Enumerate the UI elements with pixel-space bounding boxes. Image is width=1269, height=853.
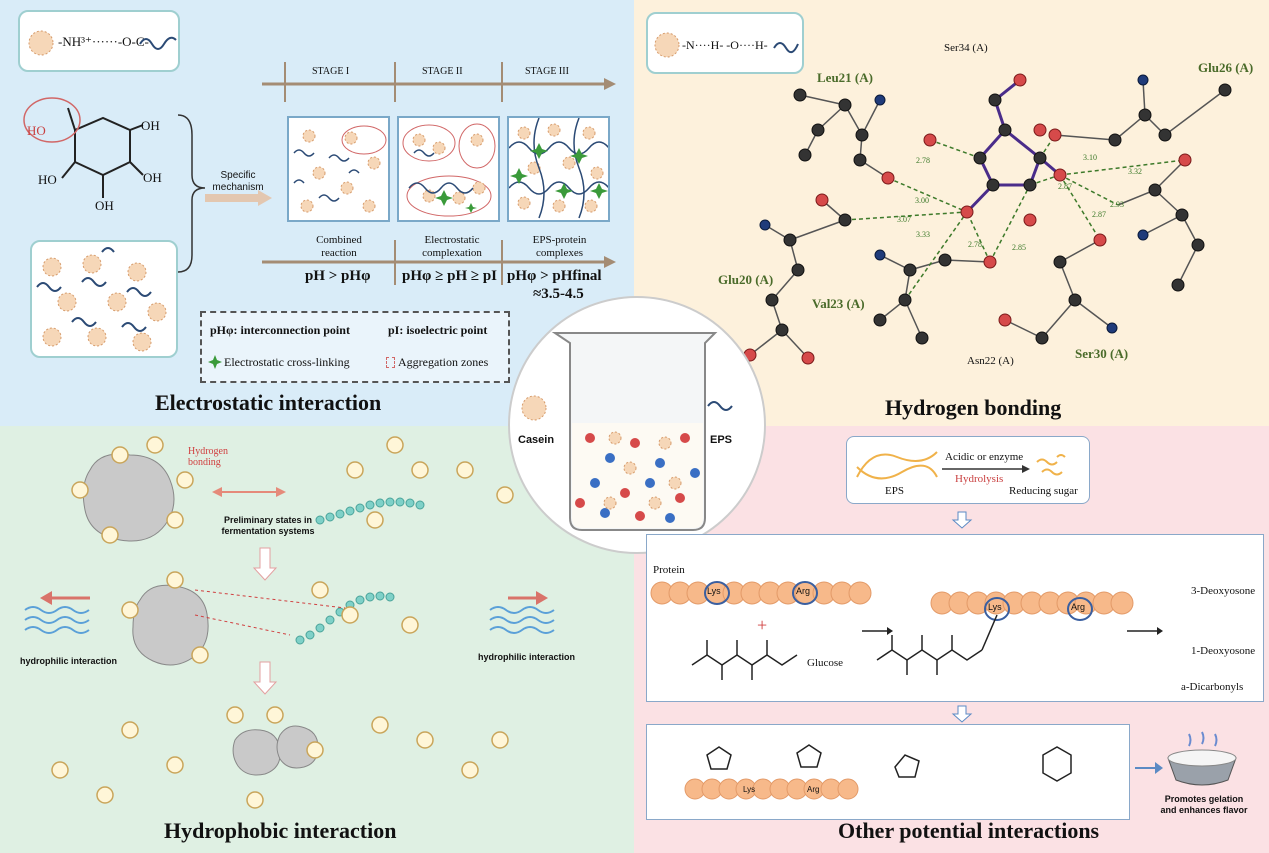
sugar-label-oh-bottom: OH: [95, 198, 114, 213]
ph-condition-1: pH > pHφ: [305, 268, 371, 284]
eps-chain-icon-2: [773, 42, 799, 54]
stage-3-label: STAGE III: [525, 66, 569, 77]
stage-3-drawing: [508, 117, 610, 219]
promotes-gelation-label: Promotes gelation and enhances flavor: [1160, 794, 1248, 815]
distance-11: 2.87: [1092, 210, 1106, 219]
sugar-label-ho-left: HO: [38, 172, 57, 187]
distance-6: 2.85: [1012, 243, 1026, 252]
ages-box: Lys Arg: [646, 724, 1130, 820]
stage-2-caption: Electrostatic complexation: [422, 234, 482, 259]
distance-8: 2.87: [1058, 182, 1072, 191]
other-interactions-title: Other potential interactions: [838, 818, 1100, 843]
arg-label-1: Arg: [796, 586, 811, 596]
legend-aggregation: Aggregation zones: [398, 355, 489, 369]
ph-condition-3: pHφ > pHfinal: [507, 268, 602, 284]
stage-1-drawing: [293, 125, 387, 213]
stage-1-label: STAGE I: [312, 66, 350, 77]
hydrogen-bond-box: -N····H- -O····H-: [646, 12, 804, 74]
sugar-label-oh-right-top: OH: [141, 118, 160, 133]
residue-asn22: Asn22 (A): [967, 355, 1014, 367]
legend-interconnection: pHφ: interconnection point: [210, 323, 350, 337]
casein-icon-2: [654, 32, 680, 58]
distance-4: 3.33: [916, 230, 930, 239]
electrostatic-bond-box: -NH³⁺······-O-C-: [18, 10, 180, 72]
center-beaker-circle: Casein EPS: [508, 296, 766, 554]
stage-2-label: STAGE II: [422, 66, 463, 77]
hydrolysis-box: EPS Acidic or enzyme Hydrolysis Reducing…: [846, 436, 1090, 504]
stage-1-caption: Combined reaction: [316, 234, 362, 259]
distance-10: 2.93: [1110, 200, 1124, 209]
lys-label-1: Lys: [707, 586, 721, 596]
hydrolysis-eps-label: EPS: [885, 485, 904, 497]
hydrophobic-title: Hydrophobic interaction: [164, 818, 397, 843]
electrostatic-drawing: [23, 62, 616, 285]
arg-label-3: Arg: [807, 785, 820, 794]
stage-2-drawing: [402, 123, 496, 217]
lys-label-2: Lys: [988, 602, 1002, 612]
hydrolysis-condition: Acidic or enzyme: [945, 451, 1024, 463]
electrostatic-bond-text: -NH³⁺······-O-C-: [58, 34, 149, 49]
lys-label-3: Lys: [743, 785, 756, 794]
residue-glu20: Glu20 (A): [718, 272, 774, 287]
product-1-deoxyosone: 1-Deoxyosone: [1191, 645, 1256, 657]
ages-drawing: [684, 744, 1072, 800]
cross-link-star-icon: [208, 355, 222, 369]
hydrolysis-process: Hydrolysis: [955, 473, 1004, 485]
product-dicarbonyls: a-Dicarbonyls: [1181, 681, 1244, 693]
electrostatic-legend: pHφ: interconnection point pI: isoelectr…: [200, 311, 510, 383]
hydrolysis-product: Reducing sugar: [1009, 485, 1078, 497]
glucose-label: Glucose: [807, 657, 844, 669]
hydrogen-bonding-title: Hydrogen bonding: [885, 395, 1062, 420]
stage-1-panel: [287, 116, 390, 222]
residue-ser34: Ser34 (A): [944, 42, 988, 54]
preliminary-states-label: Preliminary states in fermentation syste…: [221, 515, 315, 536]
svg-text:+: +: [757, 615, 767, 635]
residue-val23: Val23 (A): [812, 296, 865, 311]
residue-glu26: Glu26 (A): [1198, 60, 1254, 75]
maillard-box: + Protein Lys Arg Lys Arg Glucose 3-Deox…: [646, 534, 1264, 702]
distance-2: 3.00: [915, 196, 929, 205]
beaker-drawing: [521, 332, 733, 531]
distance-5: 2.78: [968, 240, 982, 249]
yogurt-bowl-icon: [1167, 731, 1237, 786]
casein-icon: [28, 30, 54, 56]
casein-label: Casein: [518, 434, 555, 446]
maillard-drawing: +: [650, 581, 1163, 680]
eps-chain-icon: [139, 36, 177, 50]
eps-casein-mixture: [30, 240, 178, 358]
ph-final-range: ≈3.5-4.5: [533, 286, 584, 302]
hydrophilic-right-label: hydrophilic interaction: [478, 652, 576, 662]
hydrogen-bonding-annotation: Hydrogen bonding: [188, 446, 228, 468]
sugar-label-ho-top: HO: [27, 123, 46, 138]
legend-isoelectric: pI: isoelectric point: [388, 323, 488, 337]
mechanism-label: Specific mechanism: [212, 170, 264, 193]
stage-3-caption: EPS-protein complexes: [532, 234, 587, 259]
protein-label: Protein: [653, 564, 685, 576]
distance-3: 3.07: [897, 215, 911, 224]
eps-label: EPS: [710, 434, 733, 446]
stage-3-panel: [507, 116, 610, 222]
hydrogen-bond-text: -N····H- -O····H-: [682, 38, 768, 52]
electrostatic-title: Electrostatic interaction: [155, 390, 382, 415]
hydrophilic-left-label: hydrophilic interaction: [20, 656, 118, 666]
ph-condition-2: pHφ ≥ pH ≥ pI: [402, 268, 498, 284]
legend-cross-linking: Electrostatic cross-linking: [224, 355, 350, 369]
mixture-drawing: [36, 247, 167, 352]
distance-9: 3.32: [1128, 167, 1142, 176]
distance-7: 3.10: [1083, 153, 1097, 162]
residue-ser30: Ser30 (A): [1075, 346, 1129, 361]
sugar-label-oh-right: OH: [143, 170, 162, 185]
product-3-deoxyosone: 3-Deoxyosone: [1191, 585, 1256, 597]
residue-leu21: Leu21 (A): [817, 70, 873, 85]
hydrolysis-drawing: [856, 451, 1066, 480]
distance-1: 2.78: [916, 156, 930, 165]
arg-label-2: Arg: [1071, 602, 1086, 612]
stage-2-panel: [397, 116, 500, 222]
aggregation-zone-icon: [386, 357, 395, 368]
